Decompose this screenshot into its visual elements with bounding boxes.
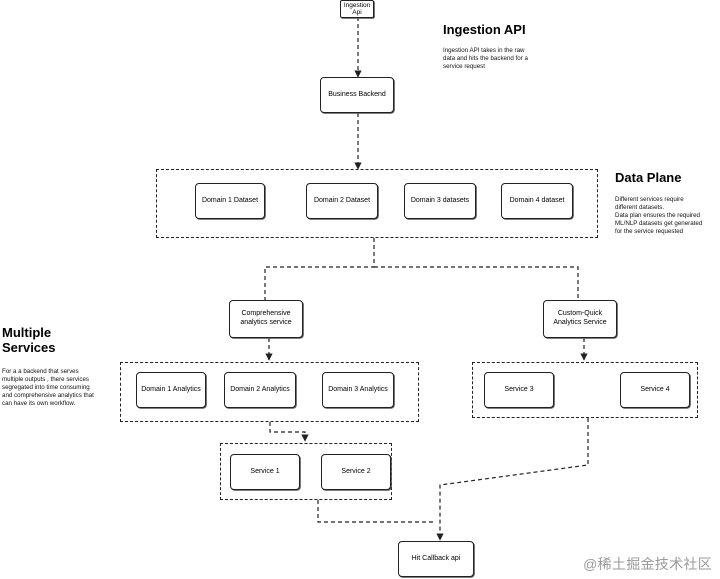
service3-node: Service 3 [484, 372, 554, 408]
arrow-analytics-to-services [269, 422, 309, 442]
domain3-analytics-node: Domain 3 Analytics [322, 372, 394, 408]
service2-node: Service 2 [321, 454, 391, 490]
connector-services-to-callback [317, 500, 434, 523]
data-plane-description: Different services require different dat… [615, 196, 703, 236]
domain4-dataset-node: Domain 4 dataset [501, 183, 573, 219]
domain1-analytics-node: Domain 1 Analytics [136, 372, 206, 408]
ingestion-api-description: Ingestion API takes in the raw data and … [443, 47, 528, 71]
connector-data-plane-to-custom [374, 266, 579, 300]
service4-node: Service 4 [620, 372, 690, 408]
watermark: @稀土掘金技术社区 [583, 556, 712, 572]
multiple-services-title: Multiple Services [2, 325, 56, 355]
connector-data-plane-split [264, 238, 375, 300]
data-plane-group [156, 169, 598, 238]
service1-node: Service 1 [230, 454, 300, 490]
comprehensive-analytics-service-node: Comprehensive analytics service [229, 300, 303, 338]
comprehensive-services-group [220, 443, 392, 500]
business-backend-node: Business Backend [320, 77, 394, 113]
data-plane-title: Data Plane [615, 170, 682, 185]
domain3-datasets-node: Domain 3 datasets [404, 183, 476, 219]
domain2-dataset-node: Domain 2 Dataset [306, 183, 378, 219]
ingestion-api-node: Ingestion Api [340, 0, 374, 18]
domain1-dataset-node: Domain 1 Dataset [195, 183, 265, 219]
hit-callback-api-node: Hit Callback api [398, 541, 474, 577]
ingestion-api-title: Ingestion API [443, 22, 526, 37]
custom-quick-analytics-service-node: Custom-Quick Analytics Service [543, 300, 617, 338]
multiple-services-description: For a a backend that serves multiple out… [2, 368, 94, 408]
quick-services-group [472, 362, 698, 418]
analytics-group [120, 362, 419, 422]
domain2-analytics-node: Domain 2 Analytics [224, 372, 296, 408]
arrow-service34-to-callback [436, 418, 589, 541]
